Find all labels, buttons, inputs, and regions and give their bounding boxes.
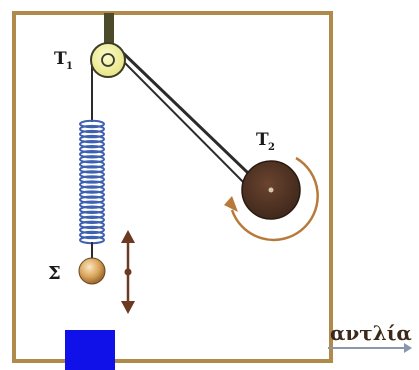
pulley-t1-label: T bbox=[54, 49, 67, 69]
pulley-t2-label: T bbox=[256, 130, 269, 150]
spring-coil bbox=[79, 165, 105, 174]
spring-coil bbox=[79, 129, 105, 139]
spring-coil bbox=[79, 160, 105, 169]
rope-t1-t2 bbox=[119, 49, 274, 198]
spring-coil bbox=[79, 190, 105, 199]
spring-coil bbox=[79, 230, 105, 240]
rope-t1-t2-inner bbox=[121, 59, 265, 204]
spring-coil bbox=[79, 150, 105, 159]
pulley-t1-axle bbox=[101, 53, 115, 67]
spring-coil bbox=[79, 220, 105, 230]
mass-label: Σ bbox=[48, 263, 61, 284]
blue-square-marker bbox=[65, 330, 115, 370]
curved-arrow-icon bbox=[224, 156, 319, 242]
pulley-t2-axle bbox=[268, 187, 274, 193]
pulley-t1 bbox=[90, 42, 126, 78]
pulley-t2-subscript: 2 bbox=[268, 142, 275, 153]
spring-coil bbox=[79, 205, 105, 214]
spring-coil bbox=[79, 139, 105, 149]
spring-coil bbox=[79, 134, 105, 144]
mass-ball bbox=[78, 257, 106, 285]
spring-coil bbox=[79, 155, 105, 164]
spring-coil bbox=[79, 185, 105, 194]
spring-coil bbox=[79, 195, 105, 204]
pulley-t1-subscript: 1 bbox=[66, 61, 73, 72]
spring-coil bbox=[79, 175, 105, 184]
pump-label: αντλία bbox=[330, 321, 412, 345]
spring-coil bbox=[79, 180, 105, 189]
spring-coil bbox=[79, 170, 105, 179]
spring-coil bbox=[79, 124, 105, 134]
spring-coil bbox=[79, 145, 105, 154]
spring-coil bbox=[79, 119, 105, 129]
spring-coil bbox=[79, 215, 105, 225]
spring-coil bbox=[79, 200, 105, 209]
spring-coil bbox=[79, 225, 105, 235]
spring bbox=[79, 119, 105, 245]
right-arrow-icon bbox=[404, 343, 412, 353]
spring-coil bbox=[79, 210, 105, 219]
ceiling-rod bbox=[104, 13, 114, 57]
double-headed-vertical-arrow-icon bbox=[121, 230, 135, 314]
